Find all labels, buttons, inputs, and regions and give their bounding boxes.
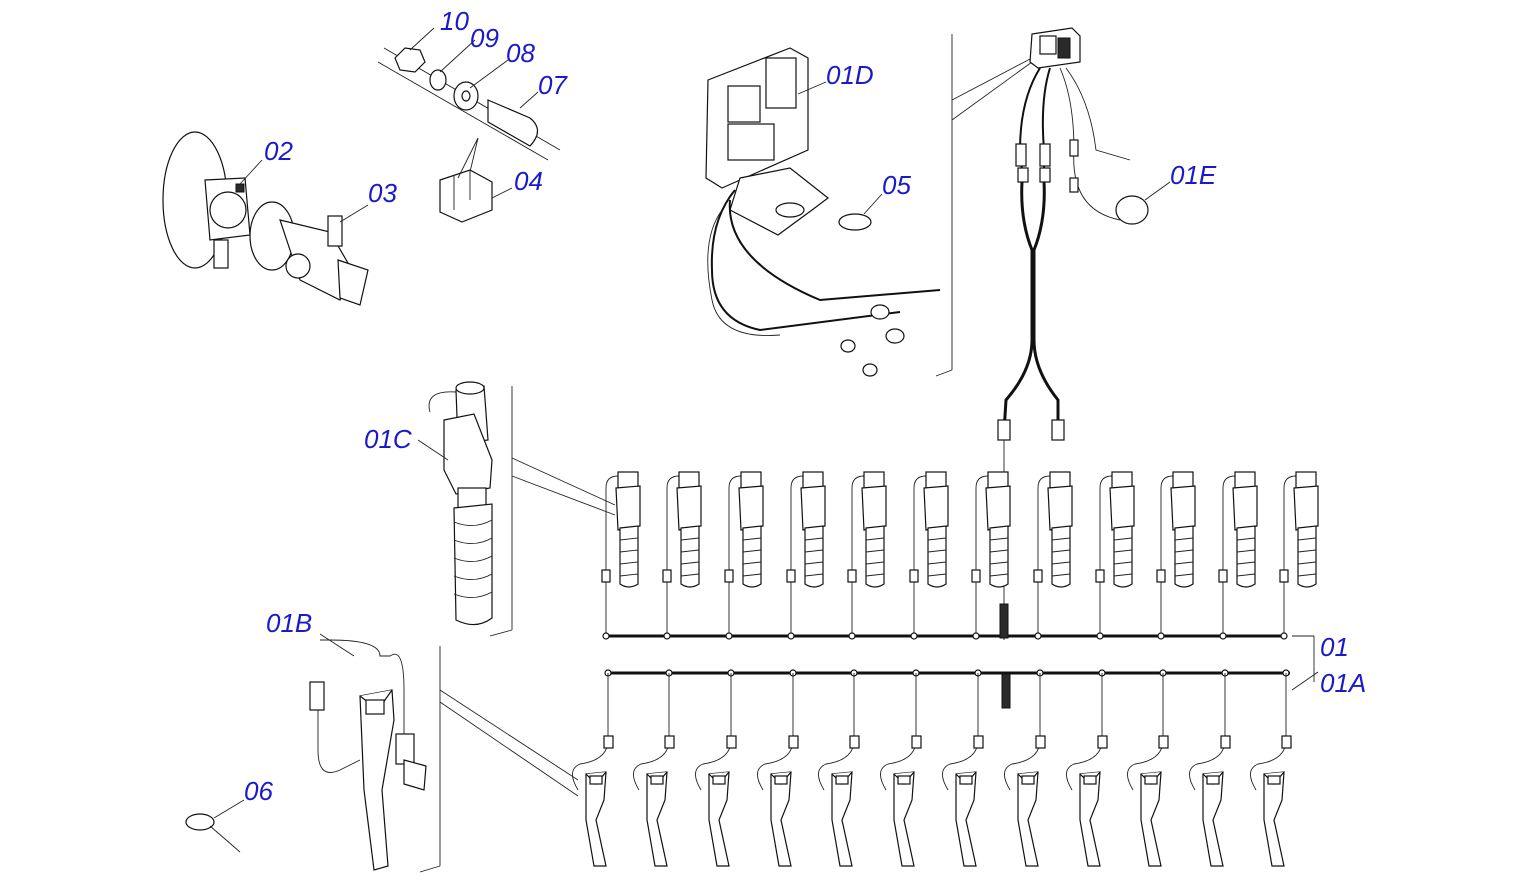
- cable-tie-06: [185, 799, 245, 853]
- monitor-01D: [705, 47, 941, 377]
- ram-arm: [249, 201, 369, 306]
- cable-tie-05: [838, 193, 883, 231]
- control-unit-01E: [997, 27, 1171, 640]
- sensor-detail-01C: [417, 381, 493, 626]
- label-06: 06: [244, 776, 273, 806]
- funnel-detail-01B: [309, 633, 427, 871]
- frame-lines: [419, 34, 1033, 873]
- bolt-assembly: [377, 27, 561, 223]
- label-02: 02: [264, 136, 293, 166]
- label-05: 05: [882, 170, 911, 200]
- label-10: 10: [440, 6, 469, 36]
- label-01B: 01B: [266, 608, 312, 638]
- label-07: 07: [538, 70, 568, 100]
- label-01: 01: [1320, 632, 1349, 662]
- label-09: 09: [470, 23, 499, 53]
- leader-01: [1291, 635, 1319, 691]
- label-01A: 01A: [1320, 668, 1366, 698]
- label-01E: 01E: [1170, 160, 1217, 190]
- label-04: 04: [514, 166, 543, 196]
- upper-sensor-row: [601, 471, 1319, 640]
- lower-funnel-row: [572, 669, 1292, 867]
- label-03: 03: [368, 178, 397, 208]
- label-01D: 01D: [826, 60, 874, 90]
- label-01C: 01C: [364, 424, 412, 454]
- label-08: 08: [506, 38, 535, 68]
- suction-mount: [162, 131, 263, 269]
